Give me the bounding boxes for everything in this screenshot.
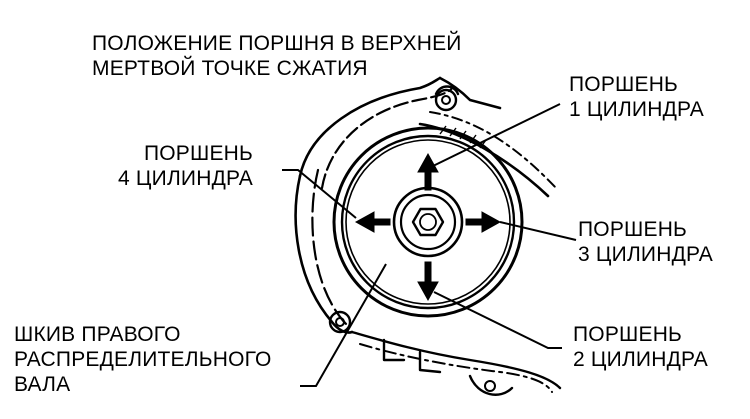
- bottom-rail-dash: [359, 343, 553, 393]
- pulley-rim-inner: [345, 139, 511, 305]
- housing-outline-upper: [320, 86, 454, 190]
- leader-piston3: [499, 221, 577, 241]
- boss-top-cap: [434, 85, 460, 96]
- pulley-rim: [340, 134, 516, 310]
- leader-pulley: [300, 263, 387, 387]
- boss-top: [434, 88, 458, 112]
- label-pulley: ШКИВ ПРАВОГО РАСПРЕДЕЛИТЕЛЬНОГО ВАЛА: [14, 322, 272, 397]
- label-piston-3: ПОРШЕНЬ 3 ЦИЛИНДРА: [578, 217, 713, 267]
- title-line-1: ПОЛОЖЕНИЕ ПОРШНЯ В ВЕРХНЕЙ: [92, 32, 462, 55]
- label-piston-4-line-1: ПОРШЕНЬ: [143, 142, 254, 165]
- label-piston-3-line-2: 3 ЦИЛИНДРА: [578, 243, 714, 266]
- pulley-hub-ring: [399, 193, 457, 251]
- label-piston-2-line-1: ПОРШЕНЬ: [573, 323, 683, 346]
- arrow-cylinder-1: [417, 152, 439, 191]
- label-piston-1: ПОРШЕНЬ 1 ЦИЛИНДРА: [569, 72, 704, 122]
- title-line-2: МЕРТВОЙ ТОЧКЕ СЖАТИЯ: [92, 57, 368, 80]
- boss-left-hole: [335, 317, 345, 327]
- pulley-hub-outer: [392, 186, 464, 258]
- bottom-foot-hole: [484, 380, 496, 392]
- piston-arrows: [354, 152, 502, 302]
- label-piston-2-line-2: 2 ЦИЛИНДРА: [573, 348, 709, 371]
- label-pulley-line-1: ШКИВ ПРАВОГО: [14, 323, 181, 346]
- pulley-bolt-head: [411, 207, 445, 237]
- label-piston-4: ПОРШЕНЬ 4 ЦИЛИНДРА: [118, 141, 253, 191]
- arrow-cylinder-4: [354, 211, 391, 233]
- belt-top: [418, 122, 550, 198]
- belt-top-dash: [429, 111, 557, 189]
- bottom-foot: [468, 374, 514, 396]
- boss-top-hole: [441, 95, 451, 105]
- housing-flange-top: [298, 76, 502, 178]
- label-piston-1-line-2: 1 ЦИЛИНДРА: [569, 98, 705, 121]
- label-pulley-line-3: ВАЛА: [14, 373, 71, 396]
- housing-flange-left: [294, 174, 354, 334]
- leader-lines: [282, 103, 577, 387]
- bottom-rail: [350, 330, 562, 390]
- diagram-title: ПОЛОЖЕНИЕ ПОРШНЯ В ВЕРХНЕЙ МЕРТВОЙ ТОЧКЕ…: [92, 31, 462, 81]
- arrow-cylinder-2: [417, 261, 439, 302]
- label-piston-4-line-2: 4 ЦИЛИНДРА: [118, 167, 254, 190]
- boss-left: [328, 310, 352, 334]
- label-piston-2: ПОРШЕНЬ 2 ЦИЛИНДРА: [573, 322, 708, 372]
- leader-piston2: [433, 291, 562, 349]
- arrow-cylinder-3: [465, 211, 502, 233]
- label-piston-1-line-1: ПОРШЕНЬ: [569, 73, 679, 96]
- leader-piston1: [432, 103, 561, 167]
- leader-piston4: [282, 169, 357, 219]
- bottom-bracket: [382, 338, 442, 374]
- label-pulley-line-2: РАСПРЕДЕЛИТЕЛЬНОГО: [14, 348, 272, 371]
- pulley-bolt-center: [419, 213, 437, 231]
- pulley-outer-ring: [332, 126, 524, 318]
- label-piston-3-line-1: ПОРШЕНЬ: [578, 218, 688, 241]
